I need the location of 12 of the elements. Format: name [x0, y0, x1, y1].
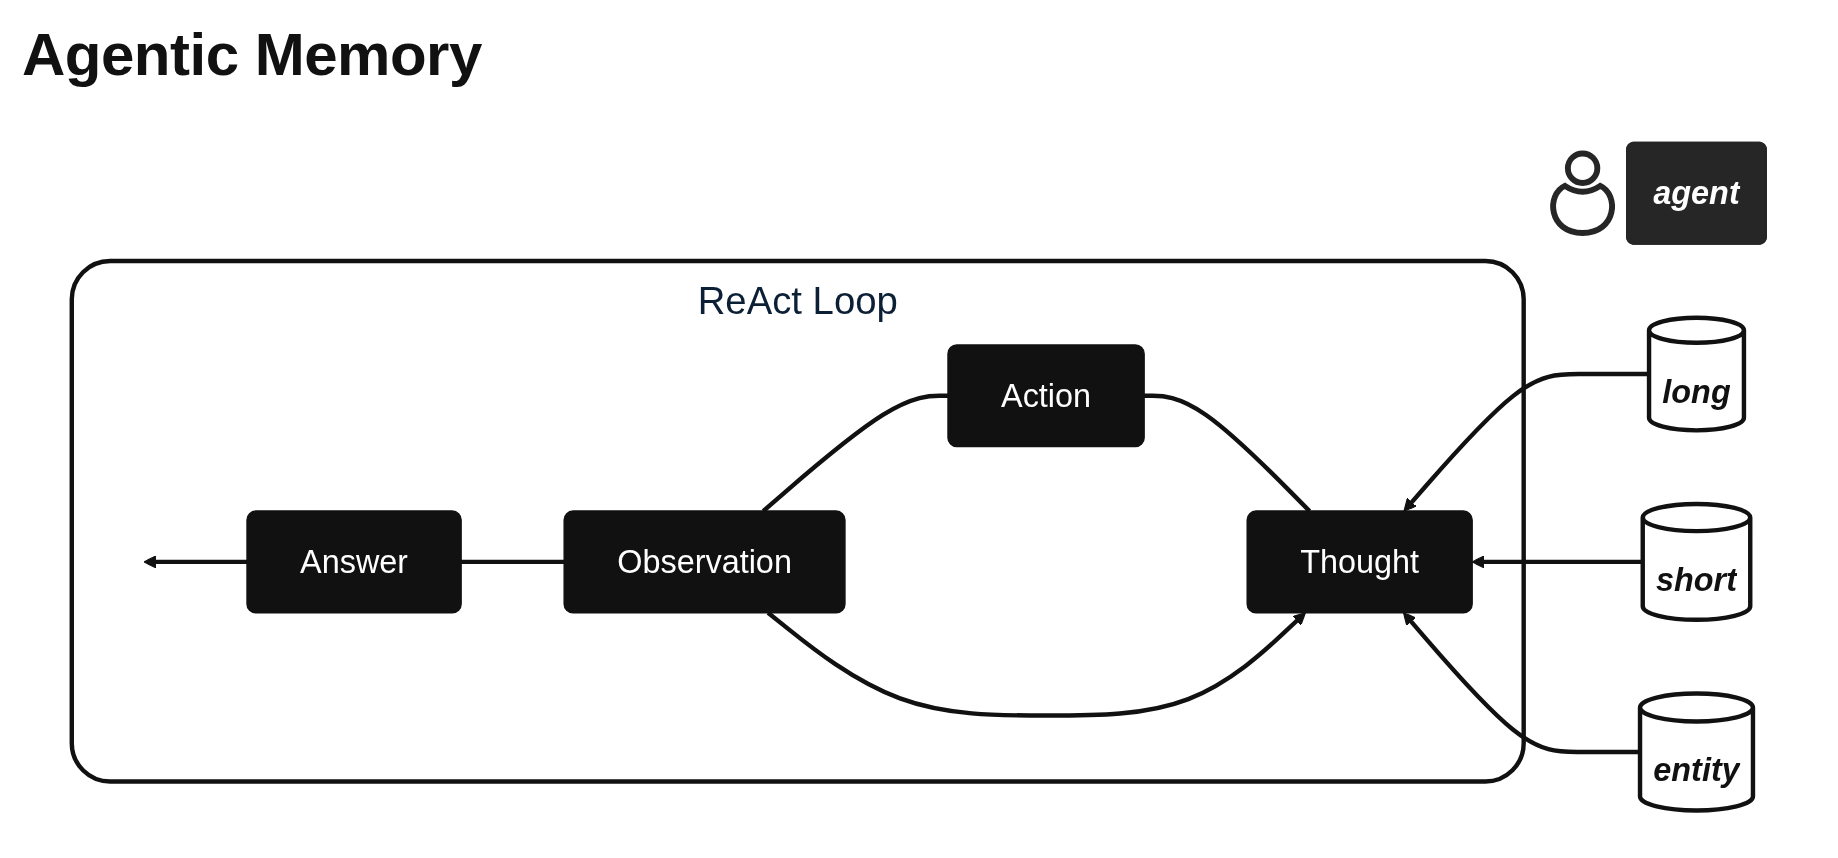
connector: [461, 559, 565, 565]
connector: [761, 393, 948, 513]
arrow: [766, 611, 1307, 718]
diagram-title: Agentic Memory: [22, 20, 482, 89]
arrow: [1403, 371, 1650, 512]
node-box: Thought: [1246, 510, 1473, 614]
arrow: [1402, 612, 1641, 755]
arrow: [143, 555, 248, 569]
node-box: Action: [947, 344, 1145, 448]
node-box: Answer: [246, 510, 462, 614]
connector: [1144, 393, 1312, 513]
node-box: Observation: [563, 510, 846, 614]
